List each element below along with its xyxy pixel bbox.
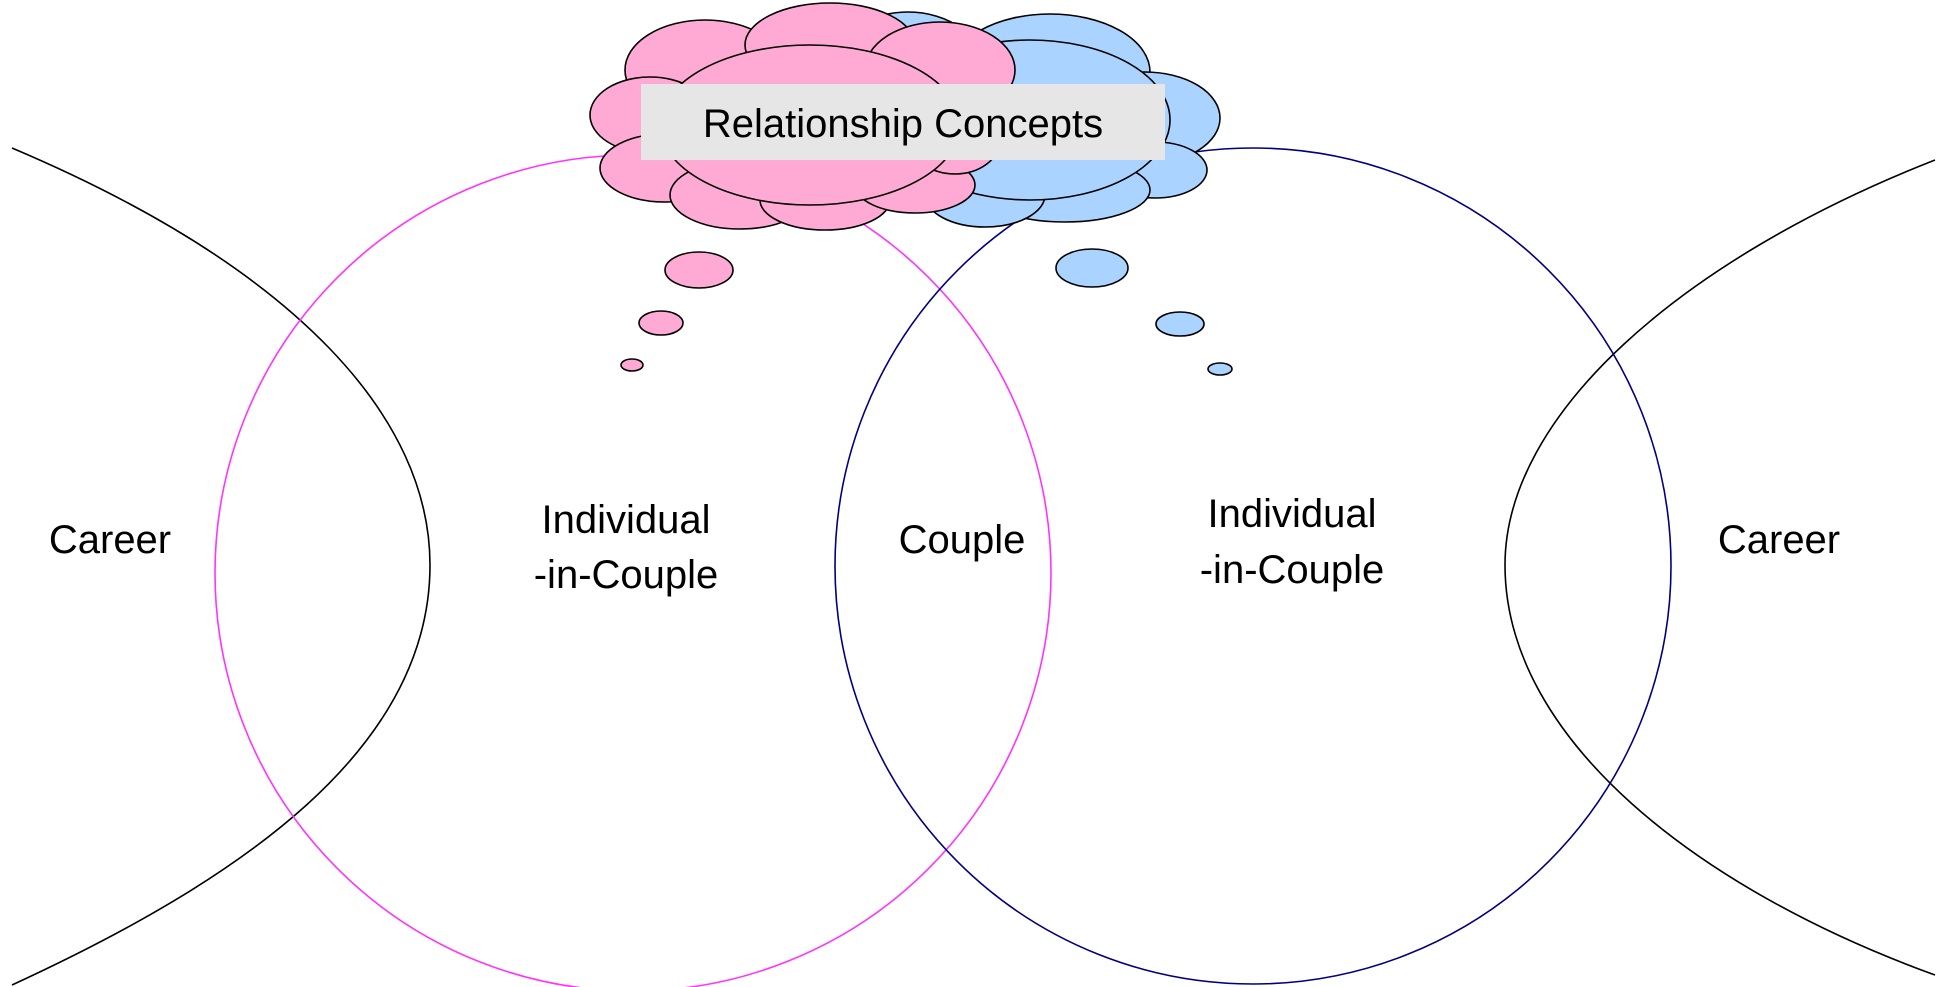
career-left-curve <box>11 147 431 986</box>
individual-right-circle <box>834 147 1672 985</box>
career-right-curve <box>1504 159 1936 976</box>
label-individual-left-line1: Individual <box>541 498 710 542</box>
pink-thought-bubbles <box>620 251 734 372</box>
label-individual-right-line1: Individual <box>1207 492 1376 536</box>
label-individual-left-line2: -in-Couple <box>534 553 719 597</box>
label-couple: Couple <box>899 518 1026 562</box>
label-career-right: Career <box>1718 518 1840 562</box>
diagram-title: Relationship Concepts <box>703 102 1103 146</box>
title-box <box>641 84 1165 160</box>
label-career-left: Career <box>49 518 171 562</box>
blue-thought-bubbles <box>1055 248 1233 376</box>
label-individual-right-line2: -in-Couple <box>1200 548 1385 592</box>
